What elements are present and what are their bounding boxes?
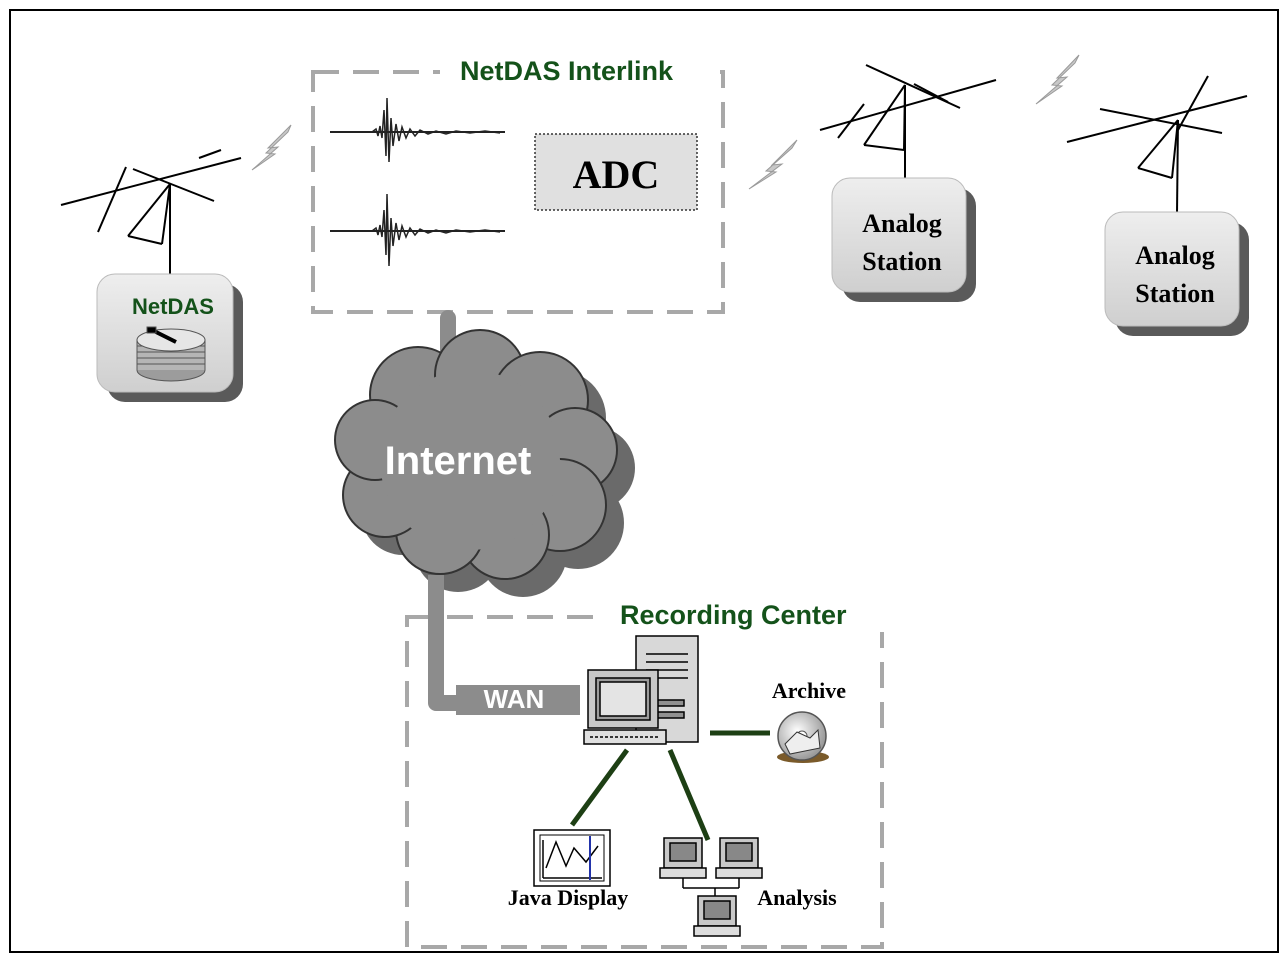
java-display-label: Java Display [508, 885, 628, 910]
archive-label: Archive [772, 678, 846, 703]
interlink-box [311, 56, 725, 314]
antenna-icon [60, 149, 242, 283]
network-link [667, 749, 711, 841]
analog-station-label-line1: Analog [1135, 241, 1214, 270]
analysis-computers-icon [659, 837, 763, 937]
netdas-label: NetDAS [132, 294, 214, 319]
radio-link-icon [251, 124, 292, 171]
chart-display-icon [533, 829, 611, 887]
analog-station-label-line2: Station [1135, 279, 1215, 308]
wan-label: WAN [484, 684, 545, 714]
adc-label: ADC [573, 152, 660, 197]
analog-station-box [1104, 211, 1249, 336]
internet-cloud [334, 329, 635, 597]
internet-label: Internet [385, 439, 532, 483]
cd-archive-icon [777, 711, 829, 763]
interlink-title: NetDAS Interlink [460, 56, 674, 86]
analog-station-label-line2: Station [862, 247, 942, 276]
antenna-icon [1066, 75, 1248, 215]
adc-box [534, 133, 698, 211]
network-link [569, 748, 630, 827]
recording-center-title: Recording Center [620, 600, 847, 630]
analog-station-label-line1: Analog [862, 209, 941, 238]
recording-center-box [405, 596, 890, 949]
analysis-label: Analysis [757, 885, 837, 910]
antenna-icon [819, 64, 997, 182]
radio-link-icon [1035, 54, 1080, 105]
radio-link-icon [748, 139, 798, 190]
disk-stack-icon [136, 326, 206, 382]
analog-station-box [831, 177, 976, 302]
seismogram-waveform [330, 97, 505, 163]
server-computer-icon [583, 635, 699, 745]
wan-label-background [456, 685, 580, 715]
seismogram-waveform [330, 193, 505, 267]
